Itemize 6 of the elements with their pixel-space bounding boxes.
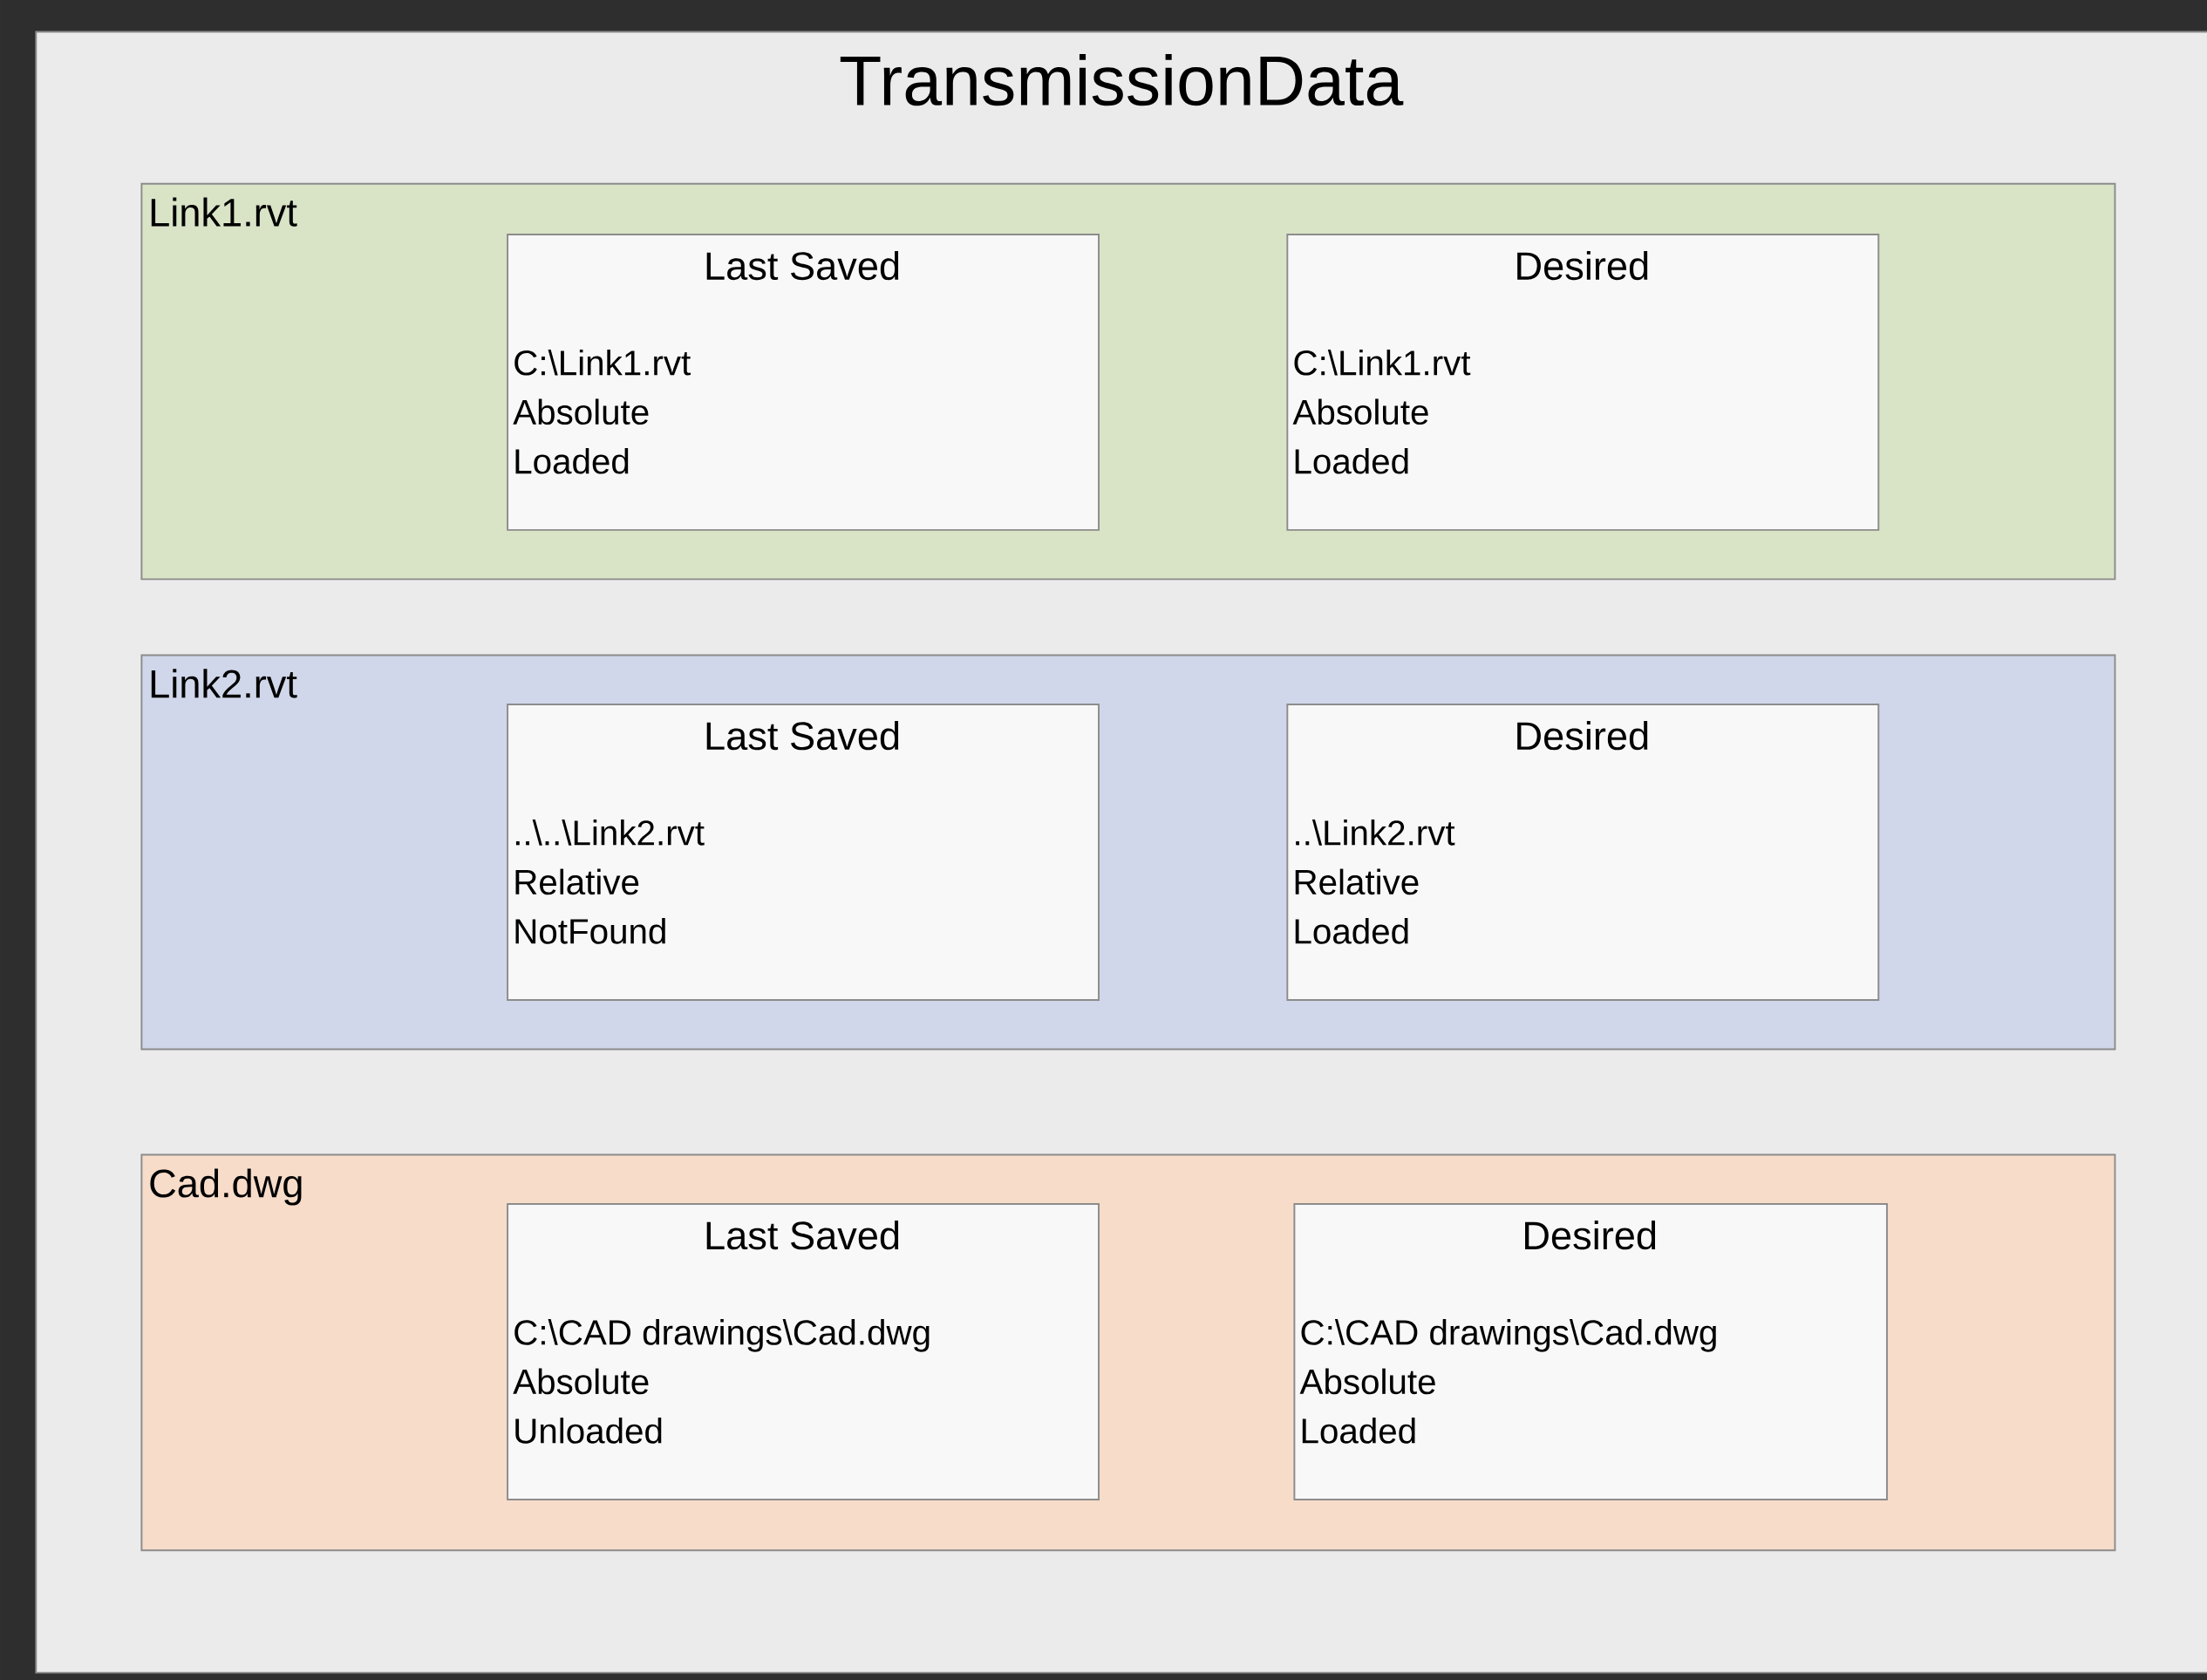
state-card: Last Saved ..\..\Link2.rvt Relative NotFound [507,703,1100,1001]
state-card: Last Saved C:\CAD drawings\Cad.dwg Absolute Unloaded [507,1202,1100,1500]
state-card: Desired ..\Link2.rvt Relative Loaded [1286,703,1880,1001]
state-card: Desired C:\CAD drawings\Cad.dwg Absolute Loaded [1293,1202,1888,1500]
state-card: Last Saved C:\Link1.rvt Absolute Loaded [507,233,1100,531]
state-card: Desired C:\Link1.rvt Absolute Loaded [1286,233,1880,531]
